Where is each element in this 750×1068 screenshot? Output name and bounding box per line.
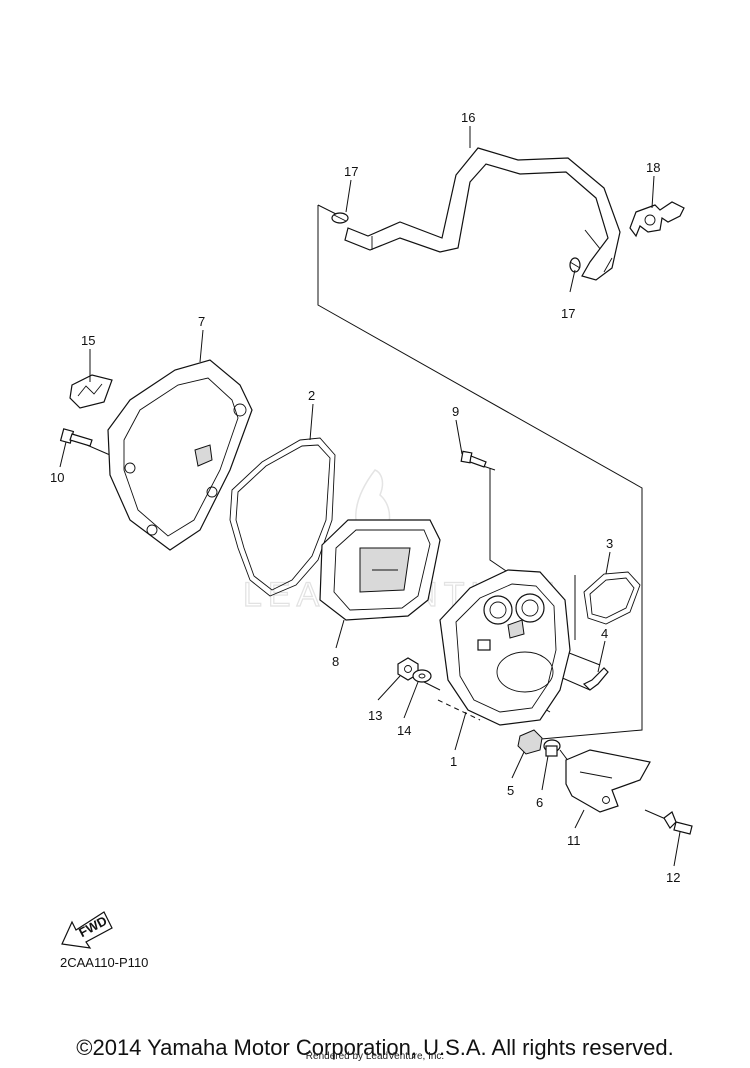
part-9-screw bbox=[460, 450, 487, 468]
callout-leaders bbox=[59, 126, 681, 867]
rendered-by-notice: Rendered by LeadVenture, Inc. bbox=[305, 1051, 445, 1062]
part-5-grommet bbox=[517, 729, 543, 755]
callout-12: 12 bbox=[666, 870, 680, 885]
callout-6: 6 bbox=[536, 795, 543, 810]
callout-1: 1 bbox=[450, 754, 457, 769]
part-11-bracket bbox=[565, 749, 651, 813]
callout-9: 9 bbox=[452, 404, 459, 419]
callout-14: 14 bbox=[397, 723, 411, 738]
callout-18: 18 bbox=[646, 160, 660, 175]
part-1-air-cleaner-case bbox=[439, 569, 571, 726]
callout-5: 5 bbox=[507, 783, 514, 798]
callout-11: 11 bbox=[567, 833, 581, 848]
callout-16: 16 bbox=[461, 110, 475, 125]
part-16-breather-hose bbox=[344, 147, 621, 281]
part-3-seal bbox=[583, 571, 641, 625]
callout-labels: 16 17 17 18 7 15 10 2 9 3 4 8 13 14 1 5 … bbox=[50, 110, 680, 885]
diagram-code: 2CAA110-P110 bbox=[60, 955, 149, 970]
callout-4: 4 bbox=[601, 626, 608, 641]
callout-15: 15 bbox=[81, 333, 95, 348]
callout-7: 7 bbox=[198, 314, 205, 329]
part-12-bolt bbox=[663, 811, 693, 835]
callout-3: 3 bbox=[606, 536, 613, 551]
part-15-emblem bbox=[69, 374, 113, 409]
callout-8: 8 bbox=[332, 654, 339, 669]
callout-17-lower: 17 bbox=[561, 306, 575, 321]
part-10-bolt bbox=[59, 428, 93, 447]
part-17-clip-upper bbox=[331, 212, 349, 224]
part-4-clip bbox=[582, 667, 609, 691]
part-7-air-cleaner-cover bbox=[107, 359, 253, 551]
callout-10: 10 bbox=[50, 470, 64, 485]
part-6-collar bbox=[543, 739, 561, 757]
part-2-gasket bbox=[229, 437, 336, 597]
part-18-holder bbox=[629, 201, 685, 238]
part-14-washer bbox=[412, 669, 432, 683]
part-17-clip-lower bbox=[569, 257, 581, 273]
part-8-element bbox=[319, 519, 441, 621]
copyright-notice: ©2014 Yamaha Motor Corporation, U.S.A. A… bbox=[76, 1035, 674, 1060]
callout-13: 13 bbox=[368, 708, 382, 723]
fwd-arrow-icon: FWD bbox=[61, 911, 113, 949]
callout-2: 2 bbox=[308, 388, 315, 403]
callout-17-upper: 17 bbox=[344, 164, 358, 179]
